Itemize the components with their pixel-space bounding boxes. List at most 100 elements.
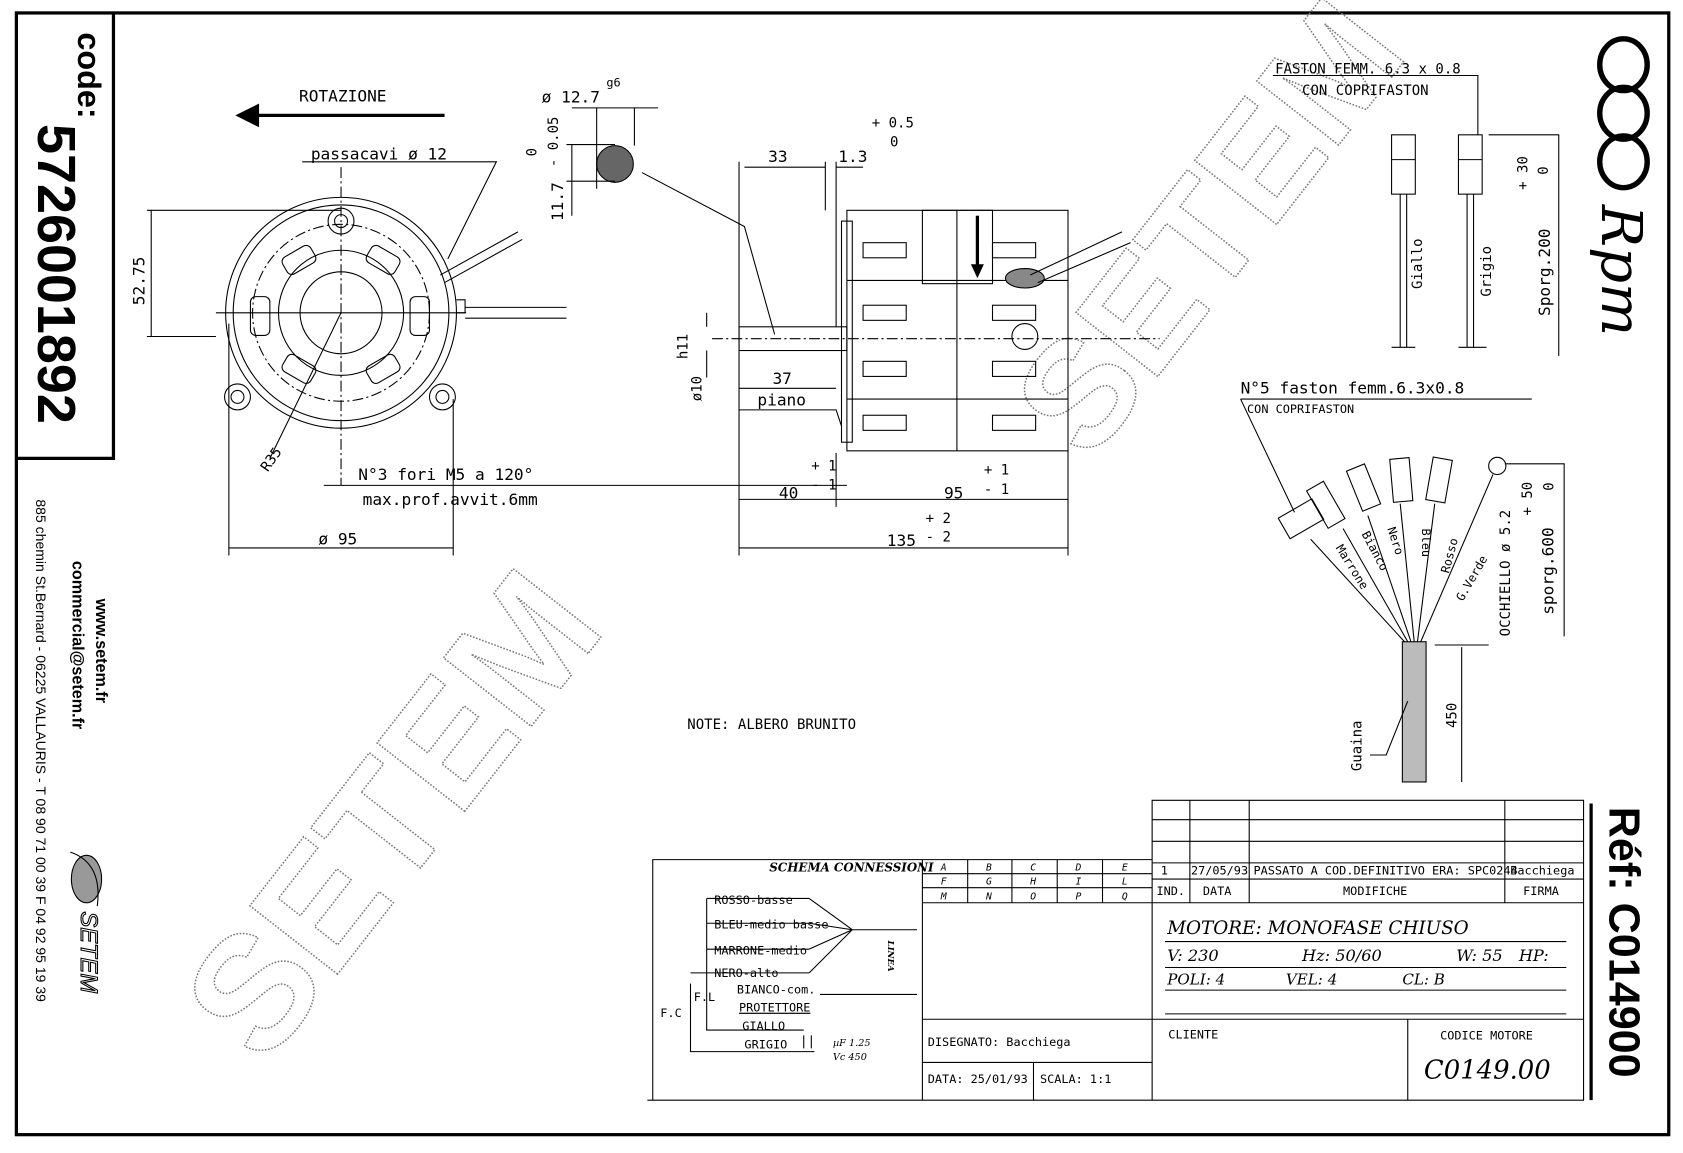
grid-cell: N	[985, 892, 992, 903]
letter-grid: A B C D E F G H I L M N O P Q	[940, 862, 1128, 902]
schema-wire-grigio: GRIGIO	[744, 1037, 787, 1051]
revision-date: 27/05/93	[1191, 864, 1248, 878]
wire-g-verde: G.Verde	[1453, 553, 1490, 603]
schema-wire-bianco: BIANCO-com.	[737, 982, 816, 996]
drawn-by: DISEGNATO: Bacchiega	[928, 1035, 1071, 1049]
shaft-section	[566, 107, 776, 335]
harness-title: N°5 faston femm.6.3x0.8	[1241, 379, 1465, 398]
eyelet-label: OCCHIELLO ø 5.2	[1498, 510, 1514, 637]
grid-cell: B	[986, 862, 992, 873]
motor-code: C0149.00	[1424, 1056, 1551, 1086]
top-tol-zero: 0	[1536, 166, 1552, 174]
grid-cell: O	[1030, 892, 1036, 903]
motor-frequency: Hz: 50/60	[1301, 946, 1382, 965]
side-tol-plus: + 0.5	[872, 115, 914, 131]
diameter-label: ø 95	[318, 530, 357, 549]
motor-voltage: V: 230	[1167, 946, 1218, 965]
side-tol-zero: 0	[890, 135, 898, 151]
setem-logo-text: SETEM	[75, 911, 101, 993]
schema-wire-nero: NERO-alto	[714, 966, 778, 980]
grid-cell: E	[1122, 862, 1128, 873]
grid-cell: H	[1029, 876, 1036, 887]
address: 885 chemin St.Bernard - 06225 VALLAURIS …	[33, 499, 49, 1002]
wiring-schema	[689, 897, 918, 1053]
rotation-label: ROTAZIONE	[299, 86, 387, 105]
motor-hp: HP:	[1518, 946, 1549, 965]
code-box	[16, 12, 116, 461]
client-label: CLIENTE	[1168, 1028, 1218, 1042]
shaft-tolerance: h11	[675, 334, 691, 359]
screw-depth-label: max.prof.avvit.6mm	[363, 490, 538, 509]
wire-grigio: Grigio	[1479, 246, 1495, 297]
wire-bleu: Bleu	[1419, 529, 1433, 558]
wire-harness	[1240, 398, 1565, 783]
header-data: DATA	[1203, 884, 1232, 898]
motor-power: W: 55	[1456, 946, 1502, 965]
header-ind: IND.	[1156, 884, 1185, 898]
drawing-scale: SCALA: 1:1	[1040, 1072, 1111, 1086]
title-block	[647, 799, 1585, 1101]
dimension-40-tol-plus: + 1	[811, 458, 836, 474]
header-firma: FIRMA	[1523, 884, 1559, 898]
motor-class: CL: B	[1402, 971, 1445, 989]
motor-poles: POLI: 4	[1166, 971, 1225, 989]
schema-wire-marrone: MARRONE-medio	[714, 944, 807, 958]
shaft-diameter: ø 12.7	[542, 87, 600, 106]
rpm-brand: Rpm	[1588, 204, 1653, 336]
website: www.setem.fr	[92, 598, 110, 704]
schema-fc: F.C	[660, 1006, 681, 1020]
top-faston-subtitle: CON COPRIFASTON	[1302, 83, 1429, 99]
flat-tol-upper: 0	[524, 148, 540, 156]
grid-cell: D	[1075, 862, 1082, 873]
dimension-40-tol-minus: - 1	[811, 478, 836, 494]
height-dimension: 52.75	[130, 257, 149, 306]
schema-fl: F.L	[694, 990, 715, 1004]
wire-giallo: Giallo	[1410, 238, 1426, 289]
grid-cell: G	[986, 876, 992, 887]
dimension-37: 37	[772, 369, 791, 388]
dimension-135-tol-minus: - 2	[926, 529, 951, 545]
harness-subtitle: CON COPRIFASTON	[1247, 402, 1354, 416]
dimension-95-tol-minus: - 1	[984, 482, 1009, 498]
drawing-date: DATA: 25/01/93	[928, 1072, 1028, 1086]
front-view	[146, 103, 847, 556]
motor-speeds: VEL: 4	[1286, 971, 1337, 989]
shaft-tolerance-class: g6	[606, 75, 620, 89]
top-tol-plus: + 30	[1515, 156, 1531, 190]
shaft-diameter-side: ø10	[689, 376, 705, 401]
product-code: 5726001892	[26, 124, 86, 424]
flat-dimension: 11.7	[548, 182, 567, 221]
revision-change: PASSATO A COD.DEFINITIVO ERA: SPC0244	[1254, 864, 1518, 878]
setem-logo-icon	[70, 851, 103, 907]
code-label: code:	[71, 32, 107, 118]
reference-number: Réf: C014900	[1599, 807, 1647, 1078]
watermark: SETEM	[150, 539, 635, 1089]
dimension-40: 40	[779, 483, 798, 502]
sheath-label: Guaina	[1349, 721, 1365, 772]
grid-cell: I	[1076, 876, 1082, 887]
harness-length: sporg.600	[1538, 527, 1557, 615]
header-modifiche: MODIFICHE	[1343, 884, 1407, 898]
dimension-135-tol-plus: + 2	[926, 511, 951, 527]
grid-cell: A	[940, 862, 947, 873]
motor-code-label: CODICE MOTORE	[1440, 1029, 1533, 1043]
grid-cell: F	[941, 876, 947, 887]
dimension-95: 95	[944, 483, 963, 502]
schema-wire-protettore: PROTETTORE	[739, 1001, 810, 1015]
grid-cell: M	[940, 892, 948, 903]
side-view	[706, 161, 1160, 556]
grid-cell: C	[1030, 862, 1036, 873]
schema-wire-giallo: GIALLO	[742, 1019, 785, 1033]
drawing-frame	[14, 11, 1671, 1137]
schema-wire-bleu: BLEU-medio basse	[714, 918, 828, 932]
flat-tol-lower: - 0.05	[546, 117, 562, 168]
motor-type: MOTORE: MONOFASE CHIUSO	[1166, 918, 1468, 939]
email: commercial@setem.fr	[68, 561, 86, 730]
dimension-33: 33	[768, 147, 787, 166]
schema-line: LINEA	[885, 940, 895, 973]
harness-tol-plus: + 50	[1520, 482, 1536, 516]
schema-wire-rosso: ROSSO-basse	[714, 893, 793, 907]
rpm-logo-icon	[1597, 36, 1650, 191]
harness-tol-zero: 0	[1541, 482, 1557, 490]
